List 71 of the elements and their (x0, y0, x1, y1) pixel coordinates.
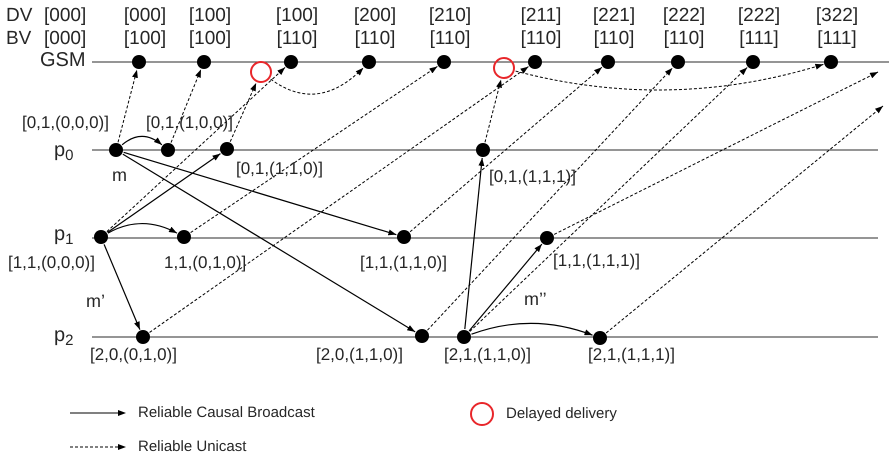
dashed-arrow (515, 64, 824, 90)
vector-label: [1,1,(0,0,0)] (8, 254, 95, 271)
dashed-arrow (230, 82, 257, 142)
dashed-arrow (426, 67, 674, 331)
vector-label: [0,1,(0,0,0)] (22, 114, 109, 131)
arrow (122, 136, 162, 146)
delayed-delivery-marker (250, 61, 272, 83)
dashed-arrow (554, 72, 878, 235)
vector-label: [100] (276, 6, 318, 25)
vector-label: [221] (592, 6, 636, 25)
row-label: p$_{1}$ (54, 224, 74, 244)
vector-label: [100] (188, 29, 232, 48)
vector-label: [111] (817, 29, 857, 48)
vector-label: [222] (662, 6, 706, 25)
dashed-arrow (484, 79, 502, 143)
vector-label: [110] (520, 29, 562, 48)
dashed-arrow (190, 66, 438, 234)
vector-label: [0,1,(1,1,0)] (236, 160, 323, 177)
vector-label: [110] (430, 29, 470, 48)
vector-label: [000] (124, 6, 166, 25)
dashed-arrow (270, 67, 364, 95)
dashed-arrow (606, 106, 884, 334)
vector-label: [100] (188, 6, 232, 25)
dashed-arrow (106, 66, 286, 232)
dashed-arrow (410, 66, 602, 232)
row-label: [000] (44, 29, 86, 48)
row-label: p$_{0}$ (54, 140, 74, 160)
vector-label: [1,1,(1,1,1)] (553, 252, 640, 269)
dashed-arrow (149, 66, 529, 333)
arrow (464, 158, 484, 330)
dashed-arrow (469, 67, 748, 332)
arrow (122, 154, 416, 332)
row-label: DV (6, 6, 32, 25)
vector-label: [200] (354, 6, 396, 25)
dashed-arrow (170, 68, 202, 144)
legend-label: Reliable Unicast (138, 437, 246, 457)
row-label: m (112, 166, 127, 184)
vector-label: [211] (520, 6, 562, 25)
vector-label: [2,1,(1,1,1)] (588, 346, 675, 363)
row-label: [000] (44, 6, 86, 25)
dashed-arrow (118, 69, 138, 143)
row-label: GSM (40, 50, 86, 70)
vector-label: [322] (816, 6, 858, 25)
delayed-delivery-marker (493, 57, 515, 79)
arrow (123, 152, 397, 236)
row-label: p$_{2}$ (54, 325, 74, 345)
vector-label: [2,1,(1,1,0)] (444, 346, 531, 363)
vector-label: [110] (594, 29, 634, 48)
legend-label: Reliable Causal Broadcast (138, 403, 315, 423)
legend-label: Delayed delivery (506, 404, 617, 424)
vector-label: [210] (428, 6, 472, 25)
vector-label: [222] (738, 6, 780, 25)
vector-label: [111] (739, 29, 779, 48)
vector-label: [110] (354, 29, 396, 48)
arrow (107, 153, 221, 233)
arrow (108, 222, 178, 234)
arrow (468, 244, 542, 332)
edge-label: m’ (86, 292, 105, 310)
vector-label: [110] (664, 29, 704, 48)
vector-label: [110] (276, 29, 318, 48)
edge-label: m’’ (524, 290, 547, 308)
vector-label: [0,1,(1,1,1)] (489, 168, 576, 185)
vector-label: [100] (124, 29, 166, 48)
vector-label: [0,1,(1,0,0)] (146, 114, 233, 131)
arrow (104, 244, 140, 330)
row-label: BV (6, 29, 32, 48)
arrow (471, 322, 593, 336)
vector-label: 1,1,(0,1,0)] (164, 254, 246, 271)
vector-label: [2,0,(1,1,0)] (316, 346, 403, 363)
vector-label: [1,1,(1,1,0)] (360, 254, 447, 271)
vector-label: [2,0,(0,1,0)] (90, 346, 177, 363)
